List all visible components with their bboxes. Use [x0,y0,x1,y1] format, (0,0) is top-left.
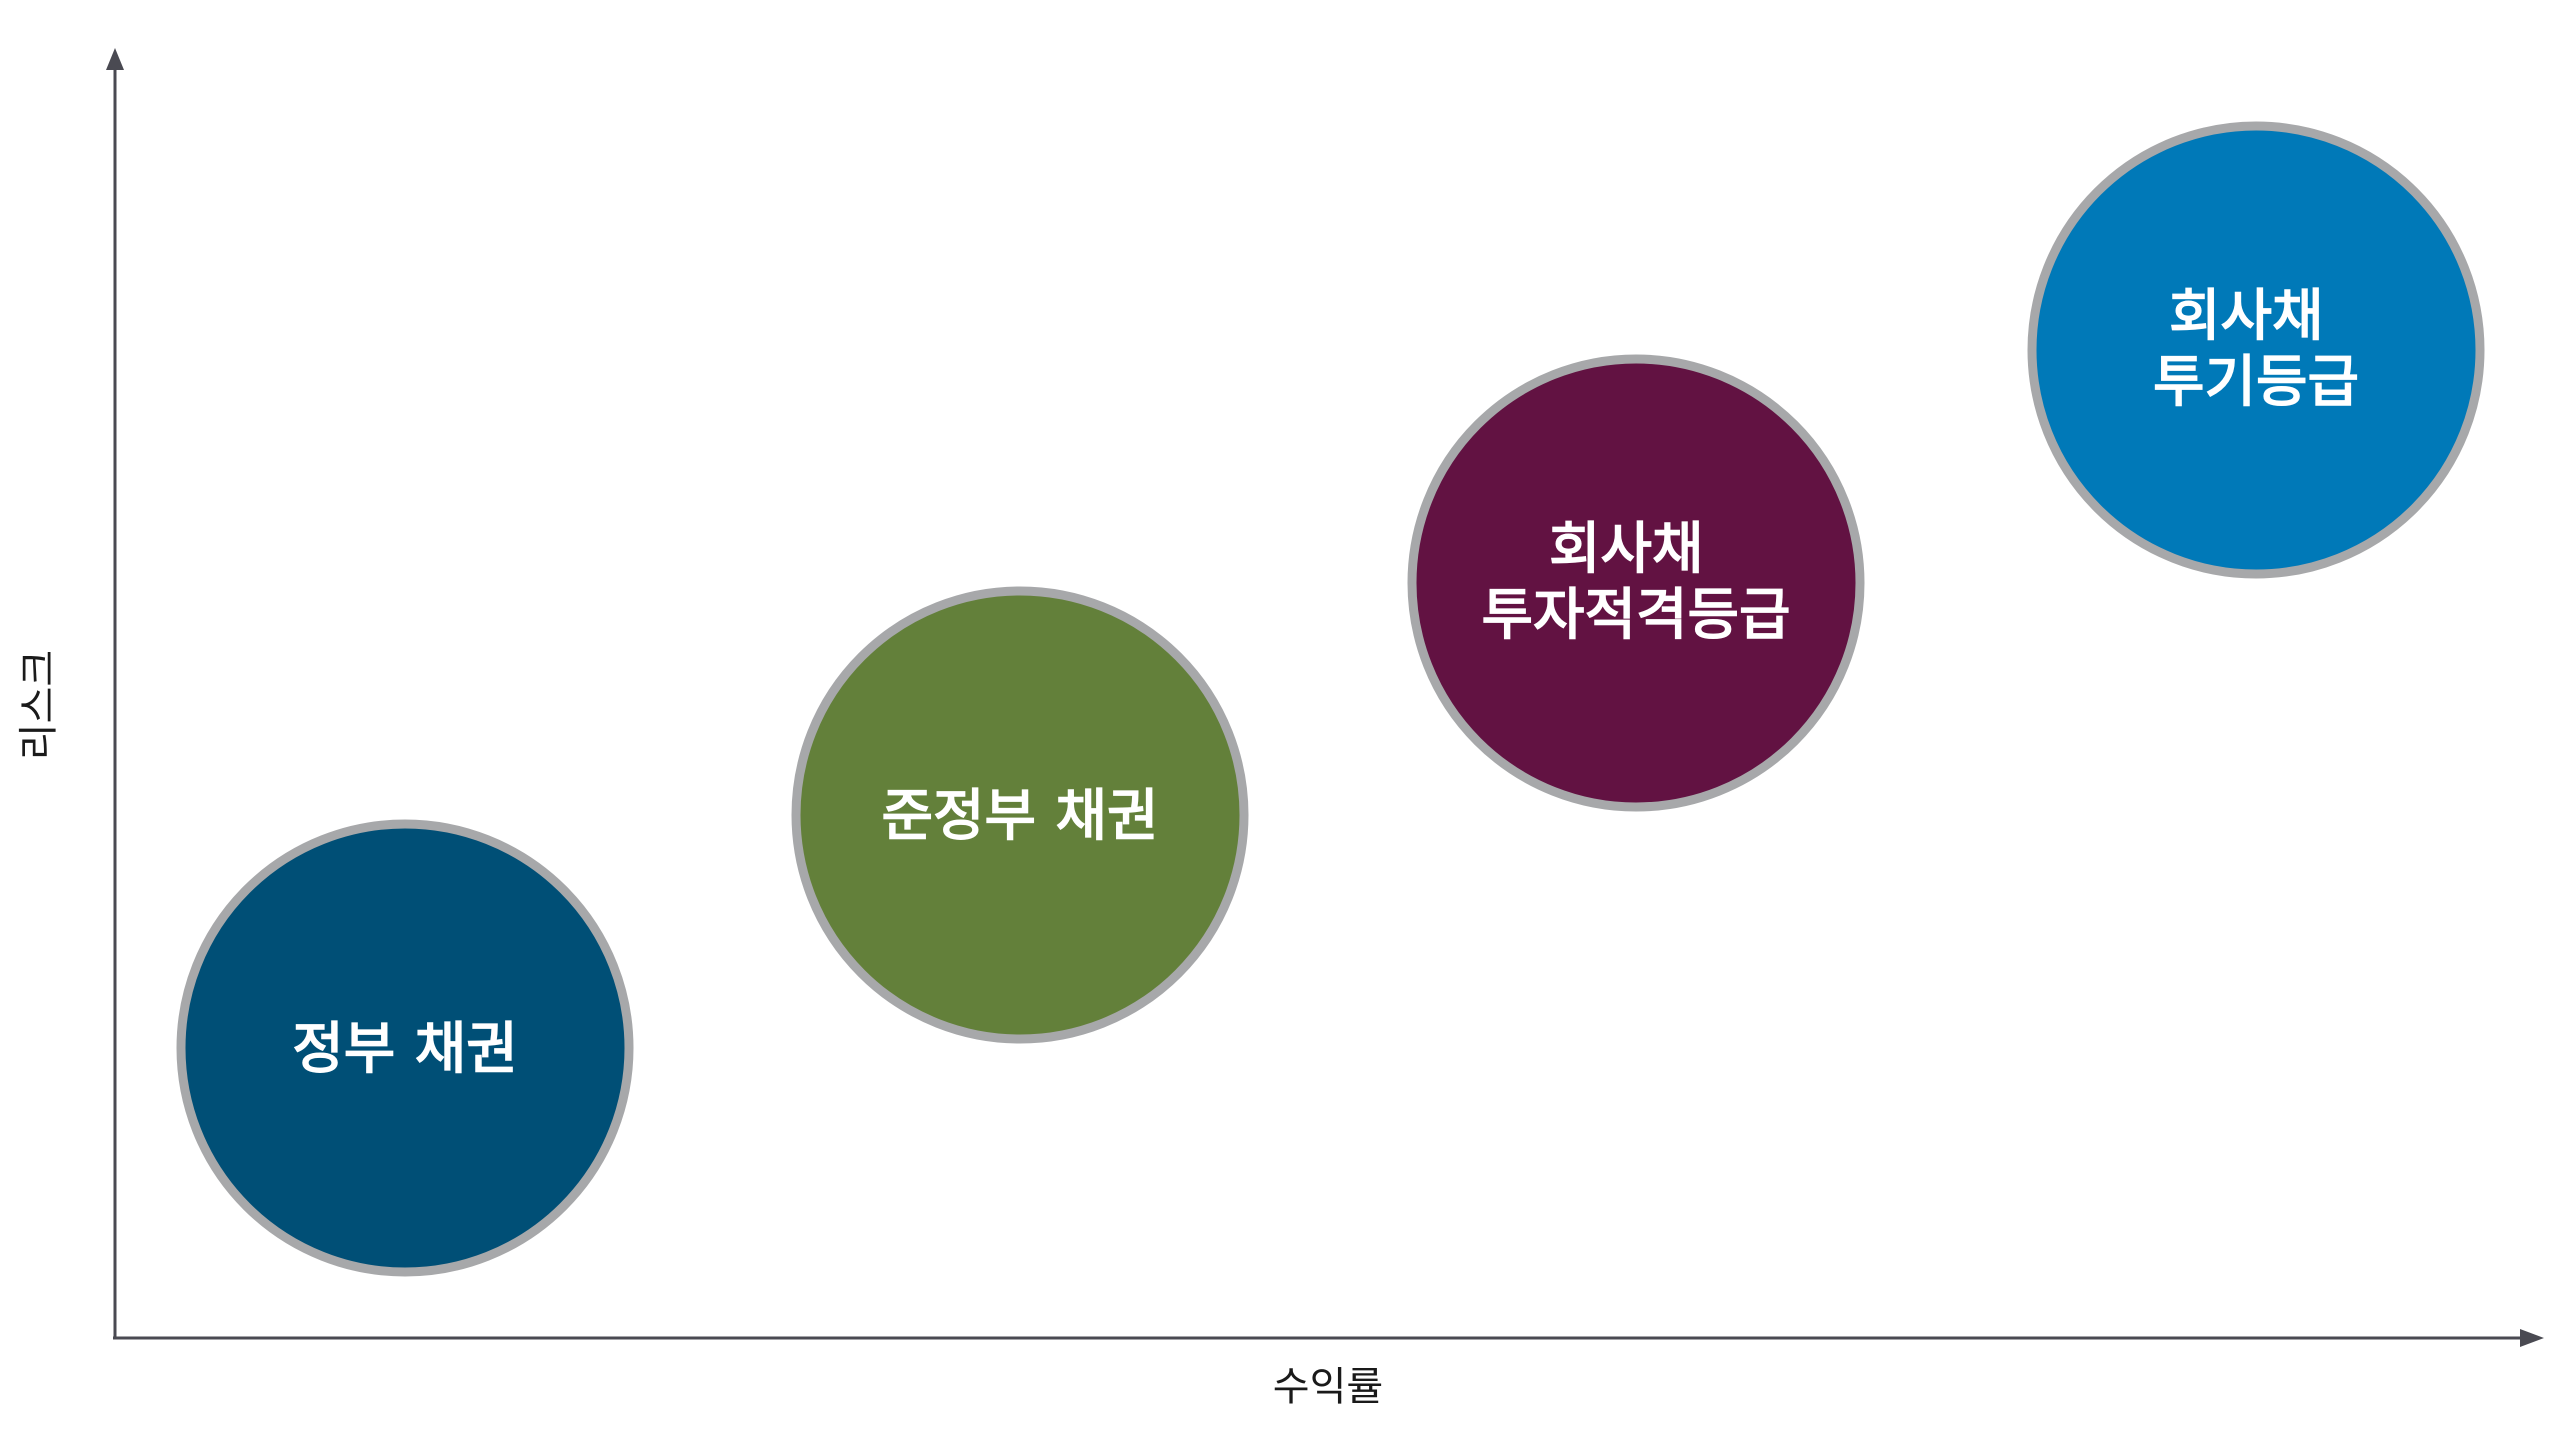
y-axis-arrowhead [106,48,124,70]
bubble-circle [2027,121,2485,579]
bubble-government-bond: 정부 채권 [176,819,634,1277]
bubble-label-line: 투자적격등급 [1481,583,1790,648]
bubble-high-yield-corporate-bond: 회사채 투기등급 [2027,121,2485,579]
bubble-label-line: 회사채 [2169,284,2324,349]
bubble-circle [1407,354,1865,812]
bubble-label: 준정부 채권 [881,784,1158,849]
x-axis-label: 수익률 [1273,1364,1383,1410]
bubble-label-line: 투기등급 [2153,350,2359,415]
y-axis-label: 리스크 [16,650,62,760]
bubble-circle [791,586,1249,1044]
bubble-label: 회사채 투자적격등급 [1481,517,1790,648]
bubble-label: 회사채 투기등급 [2153,284,2359,415]
bubble-circle [176,819,634,1277]
bubble-label-line: 정부 채권 [292,1017,518,1082]
bubble-investment-grade-corporate-bond: 회사채 투자적격등급 [1407,354,1865,812]
bubble-label: 정부 채권 [292,1017,518,1082]
bubble-label-line: 회사채 [1549,517,1704,582]
bubble-quasi-government-bond: 준정부 채권 [791,586,1249,1044]
bubble-label-line: 준정부 채권 [881,784,1158,849]
x-axis-arrowhead [2520,1329,2544,1347]
